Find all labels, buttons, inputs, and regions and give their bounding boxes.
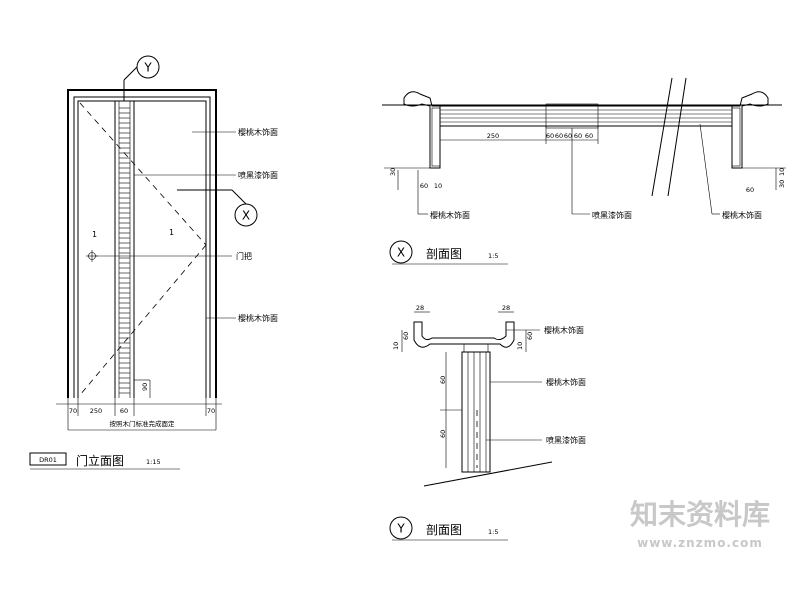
secx-dim-2: 60 [546,132,554,140]
section-y: 28 28 10 60 10 60 60 60 樱桃木饰面 樱桃木饰面 喷黑漆饰… [389,304,586,541]
elev-title: 门立面图 [76,453,124,468]
door-leaf-section [439,105,733,127]
right-moulding [731,91,769,169]
secy-marker: Y [396,522,405,536]
door-casing-inner [73,96,211,398]
elev-note-1: 樱桃木饰面 [238,127,278,137]
secx-dim-1: 250 [487,132,499,140]
watermark-url: www.znzmo.com [637,536,763,550]
secy-note-1: 樱桃木饰面 [544,325,584,335]
elev-dim-2: 250 [90,407,102,415]
secy-dim-top-2: 28 [502,304,510,312]
drawing-tag: DR01 [39,456,57,464]
swing-line-upper [79,102,207,246]
secx-scale: 1:5 [488,252,498,260]
secy-dim-mid-2: 60 [439,430,447,438]
secy-note-3: 喷黑漆饰面 [546,435,586,445]
elev-note-3: 门把 [236,251,252,261]
secx-note-1: 樱桃木饰面 [430,210,470,220]
secx-dim-right-2: 10 [778,168,786,176]
door-leaf-edge [77,100,207,398]
section-x: 250 60 60 60 60 60 30 60 10 60 10 30 樱桃木… [382,77,786,265]
leaf-number-1: 1 [92,230,97,239]
secx-marker-circle [389,240,413,264]
secx-dim-right-1: 60 [746,186,754,194]
watermark-logo-text: 知末资料库 [630,498,770,531]
decor-strip [114,101,135,398]
secx-dim-left-3: 10 [434,182,442,190]
secx-title: 剖面图 [426,247,462,261]
strip-inlay-section [545,103,599,129]
head-moulding [413,321,515,348]
elev-note-4: 樱桃木饰面 [238,313,278,323]
secx-dim-3: 60 [555,132,563,140]
section-marker-y: Y [143,61,152,75]
secy-dim-right-2: 60 [526,332,534,340]
secy-marker-circle [389,516,413,540]
swing-line-lower [79,244,207,396]
secy-dim-left-1: 10 [392,342,400,350]
secx-marker: X [397,246,405,260]
secy-break-line [423,461,553,487]
watermark: 知末资料库 www.znzmo.com [630,498,770,550]
secy-dim-top-1: 28 [416,304,424,312]
drawing-tag-box [29,452,67,466]
section-marker-x: X [242,209,250,223]
secx-dim-left-1: 30 [389,168,397,176]
secy-dim-left-2: 60 [402,332,410,340]
door-elevation: 1 1 Y X 樱桃木饰面 喷黑漆饰面 门把 樱桃木饰面 90 70 [29,55,278,470]
elev-dim-small: 90 [141,383,149,391]
secy-dim-right-1: 10 [516,342,524,350]
elev-note-2: 喷黑漆饰面 [238,170,278,180]
secx-dim-6: 60 [585,132,593,140]
section-marker-x-circle [234,203,258,227]
elev-dim-3: 60 [120,407,128,415]
secx-dim-5: 60 [574,132,582,140]
elev-dim-caption: 按照木门标准完成面定 [110,419,176,428]
left-moulding [403,91,441,169]
secy-dim-mid-1: 60 [439,376,447,384]
secy-title: 剖面图 [426,523,462,537]
elev-dim-4: 70 [207,407,215,415]
secx-note-2: 喷黑漆饰面 [592,210,632,220]
break-line-2 [651,77,673,197]
secy-scale: 1:5 [488,528,498,536]
elev-scale: 1:15 [146,458,161,466]
leaf-number-2: 1 [169,228,174,237]
section-marker-y-circle [136,55,160,79]
secx-dim-left-2: 60 [420,182,428,190]
secx-dim-4: 60 [564,132,572,140]
secx-dim-right-3: 30 [778,180,786,188]
secx-note-3: 樱桃木饰面 [722,210,762,220]
elev-dim-1: 70 [69,407,77,415]
break-line-1 [667,77,687,197]
door-casing-outer [67,89,217,398]
secy-note-2: 樱桃木饰面 [546,377,586,387]
